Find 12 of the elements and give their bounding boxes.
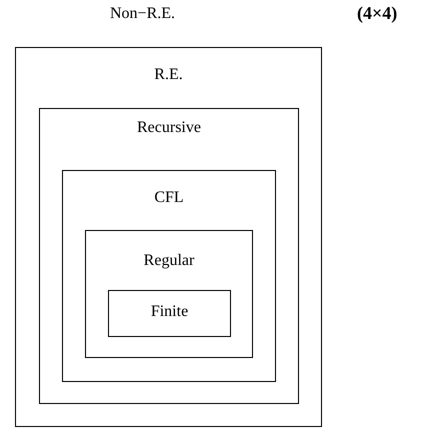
figure-number: (4×4) bbox=[357, 3, 398, 24]
set-label: Finite bbox=[150, 303, 188, 321]
set-box bbox=[62, 170, 276, 382]
set-label: R.E. bbox=[154, 66, 183, 84]
set-label: Regular bbox=[144, 252, 194, 270]
region-label: Non−R.E. bbox=[110, 5, 176, 23]
set-box bbox=[85, 230, 253, 358]
set-label: Recursive bbox=[137, 119, 201, 137]
set-box bbox=[108, 290, 231, 337]
set-label: CFL bbox=[154, 189, 184, 207]
set-box bbox=[15, 47, 322, 427]
set-box bbox=[39, 108, 299, 404]
